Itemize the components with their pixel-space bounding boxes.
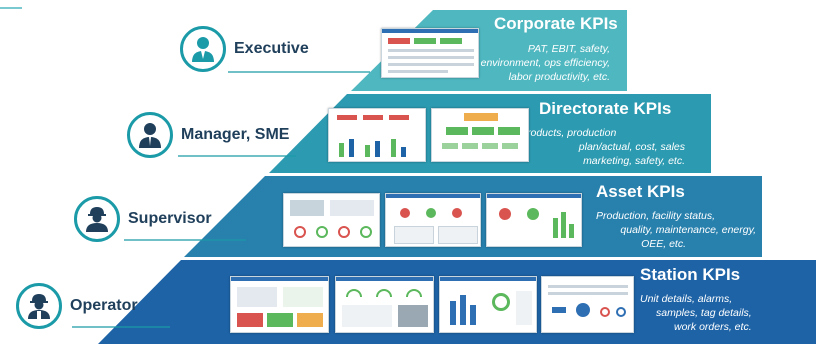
tier-desc-line: PAT, EBIT, safety, <box>527 43 610 55</box>
tier-desc-line: samples, tag details, <box>656 307 752 319</box>
executive-icon <box>180 26 226 72</box>
tier-title: Corporate KPIs <box>494 14 618 33</box>
dashboard-thumbnail <box>283 193 380 247</box>
dashboard-thumbnail <box>335 276 434 333</box>
role-label: Supervisor <box>128 210 212 227</box>
dashboard-thumbnail <box>328 108 426 162</box>
tier-station-desc: Unit details, alarms, samples, tag detai… <box>640 292 800 334</box>
role-manager: Manager, SME <box>127 112 289 158</box>
tier-desc-line: marketing, safety, etc. <box>583 155 685 167</box>
role-label: Operator <box>70 297 138 314</box>
role-supervisor: Supervisor <box>74 196 212 242</box>
dashboard-thumbnail <box>431 108 529 162</box>
tier-title: Asset KPIs <box>596 182 685 201</box>
tier-corporate-desc: PAT, EBIT, safety, environment, ops effi… <box>460 42 610 84</box>
tier-desc-line: quality, maintenance, energy, <box>620 224 756 236</box>
role-executive: Executive <box>180 26 309 72</box>
role-label: Manager, SME <box>181 126 290 143</box>
tier-desc-line: Unit details, alarms, <box>640 293 733 305</box>
dashboard-thumbnail <box>381 28 479 78</box>
tier-desc-line: labor productivity, etc. <box>508 71 610 83</box>
tier-desc-line: plan/actual, cost, sales <box>578 141 685 153</box>
tier-station-text: Station KPIs <box>640 265 740 285</box>
tier-desc-line: Products, production <box>520 127 617 139</box>
tier-desc-line: environment, ops efficiency, <box>480 57 610 69</box>
dashboard-thumbnail <box>230 276 329 333</box>
tier-title: Station KPIs <box>640 265 741 284</box>
supervisor-icon <box>74 196 120 242</box>
tier-title: Directorate KPIs <box>539 99 672 118</box>
dashboard-thumbnail <box>439 276 537 333</box>
dashboard-thumbnail <box>486 193 582 247</box>
tier-asset-text: Asset KPIs <box>596 182 685 202</box>
role-label: Executive <box>234 40 309 57</box>
tier-directorate-text: Directorate KPIs <box>539 99 671 119</box>
dashboard-thumbnail <box>541 276 634 333</box>
operator-icon <box>16 283 62 329</box>
tier-corporate-text: Corporate KPIs <box>494 14 618 34</box>
tier-desc-line: Production, facility status, <box>596 210 716 222</box>
role-operator: Operator <box>16 283 138 329</box>
tier-desc-line: OEE, etc. <box>641 238 686 250</box>
tier-desc-line: work orders, etc. <box>674 321 752 333</box>
manager-icon <box>127 112 173 158</box>
tier-directorate-desc: Products, production plan/actual, cost, … <box>520 126 685 168</box>
dashboard-thumbnail <box>385 193 481 247</box>
tier-asset-desc: Production, facility status, quality, ma… <box>596 209 756 251</box>
